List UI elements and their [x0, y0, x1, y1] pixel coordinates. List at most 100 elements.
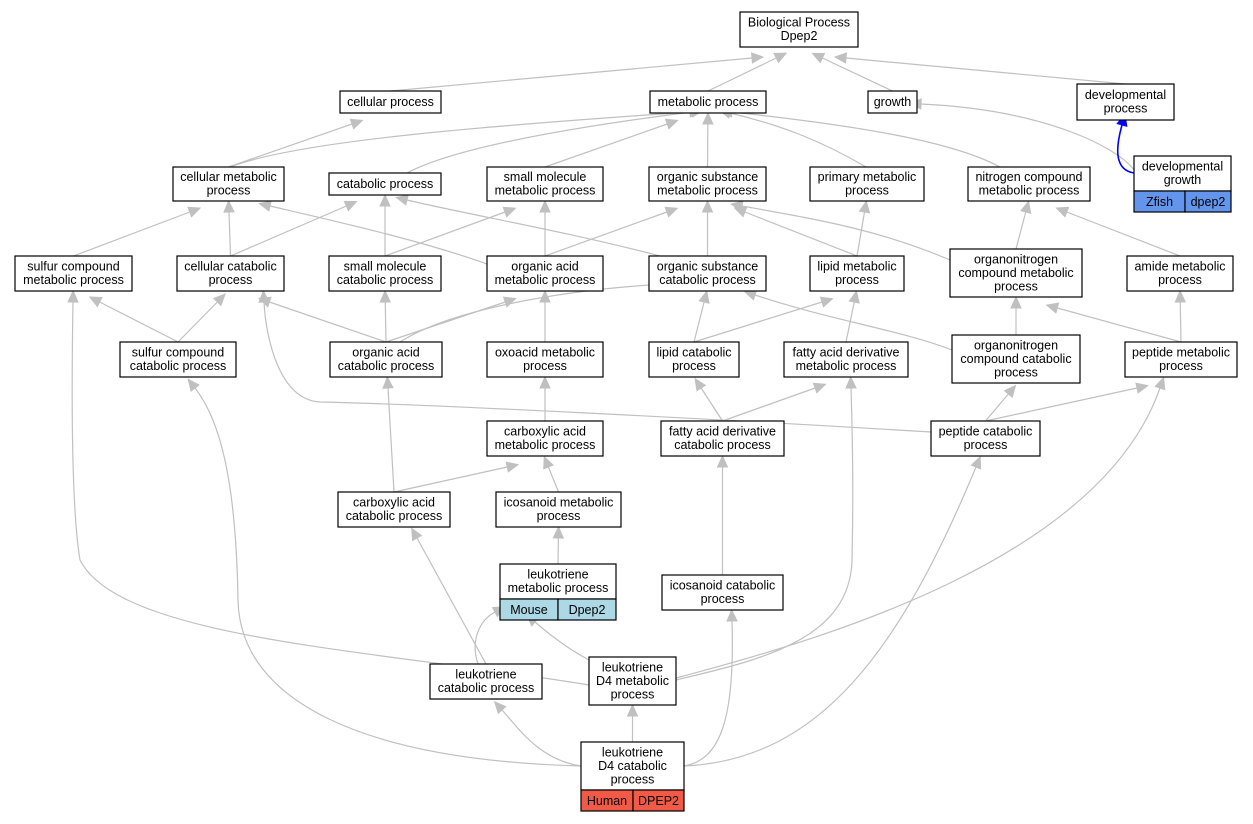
arrowhead-cacp-to-camp	[505, 461, 520, 473]
arrowhead-smcp-to-smmp	[502, 206, 517, 218]
node-label-line: metabolic process	[508, 581, 609, 595]
node-label-line: icosanoid metabolic	[504, 496, 614, 510]
node-box	[661, 574, 784, 611]
edge-pmp-to-mp	[729, 112, 867, 168]
node-label-line: process	[1104, 102, 1148, 116]
arrowhead-scmp-to-cmp	[187, 206, 202, 218]
node-box	[495, 491, 622, 528]
node-label-line: metabolic process	[495, 273, 596, 287]
node-box	[328, 255, 442, 292]
node-cp[interactable]: cellular process	[339, 90, 442, 114]
arrowhead-oncp-to-onmp	[1010, 295, 1022, 309]
node-label-line: cellular catabolic	[184, 260, 276, 274]
arrowhead-iccp-to-fadcp	[716, 454, 729, 468]
node-box	[1126, 255, 1234, 292]
node-catp[interactable]: catabolic process	[328, 172, 442, 196]
arrowhead-dp-to-bp	[833, 52, 848, 64]
arrowhead-oncp-to-oscp	[743, 289, 758, 301]
edge-scmp-to-cmp	[73, 211, 190, 257]
node-label-line: process	[1158, 273, 1202, 287]
node-label-line: process	[672, 359, 716, 373]
arrowhead-pepmp-to-onmp	[1045, 302, 1060, 314]
node-label-line: catabolic process	[337, 273, 434, 287]
gene-cell-label: Dpep2	[569, 603, 606, 617]
node-label-line: lipid catabolic	[656, 346, 731, 360]
arrowhead-icmp-to-camp	[543, 455, 554, 470]
arrowhead-ccp-to-cmp	[223, 199, 235, 213]
edge-ltd4cp-to-sccp	[194, 387, 582, 767]
arrowhead-oamp-to-cmp	[258, 200, 272, 212]
node-label-line: metabolic process	[495, 438, 596, 452]
node-label-line: fatty acid derivative	[793, 346, 900, 360]
node-label-line: process	[207, 184, 251, 198]
node-label-line: leukotriene	[455, 668, 516, 682]
arrowhead-fadmp-to-lmp	[848, 290, 860, 304]
node-label-line: carboxylic acid	[353, 496, 435, 510]
gene-cell	[1184, 190, 1232, 213]
node-label-line: catabolic process	[674, 438, 771, 452]
node-label-line: process	[835, 273, 879, 287]
node-label-line: cellular metabolic	[180, 170, 277, 184]
edge-fadcp-to-lcp	[700, 387, 724, 422]
node-label-line: metabolic process	[979, 184, 1080, 198]
arrowhead-oacp-to-oamp	[502, 296, 517, 308]
node-box	[580, 741, 685, 791]
node-box	[648, 166, 767, 202]
arrowhead-cmp-to-cp	[349, 118, 364, 130]
node-label-line: developmental	[1142, 160, 1223, 174]
node-box	[486, 255, 604, 292]
node-box	[1076, 83, 1175, 121]
species-cell-label: Human	[587, 794, 627, 808]
node-box	[119, 341, 237, 378]
arrowhead-ccp-to-catp	[343, 200, 358, 212]
arrowhead-oamp-to-smmp	[539, 199, 551, 213]
node-mp[interactable]: metabolic process	[649, 90, 767, 114]
edge-cmp-to-cp	[228, 123, 353, 168]
node-gr[interactable]: growth	[867, 90, 918, 114]
node-label-line: cellular process	[347, 95, 434, 109]
edge-dg-to-dp	[1116, 124, 1135, 174]
node-label-line: process	[1159, 359, 1203, 373]
node-label-line: organic substance	[657, 260, 759, 274]
edge-gr-to-bp	[822, 57, 893, 92]
edge-lcp-to-oscp	[693, 301, 705, 343]
node-box	[867, 90, 918, 114]
node-label-line: catabolic process	[130, 359, 227, 373]
node-label-line: sulfur compound	[27, 260, 119, 274]
